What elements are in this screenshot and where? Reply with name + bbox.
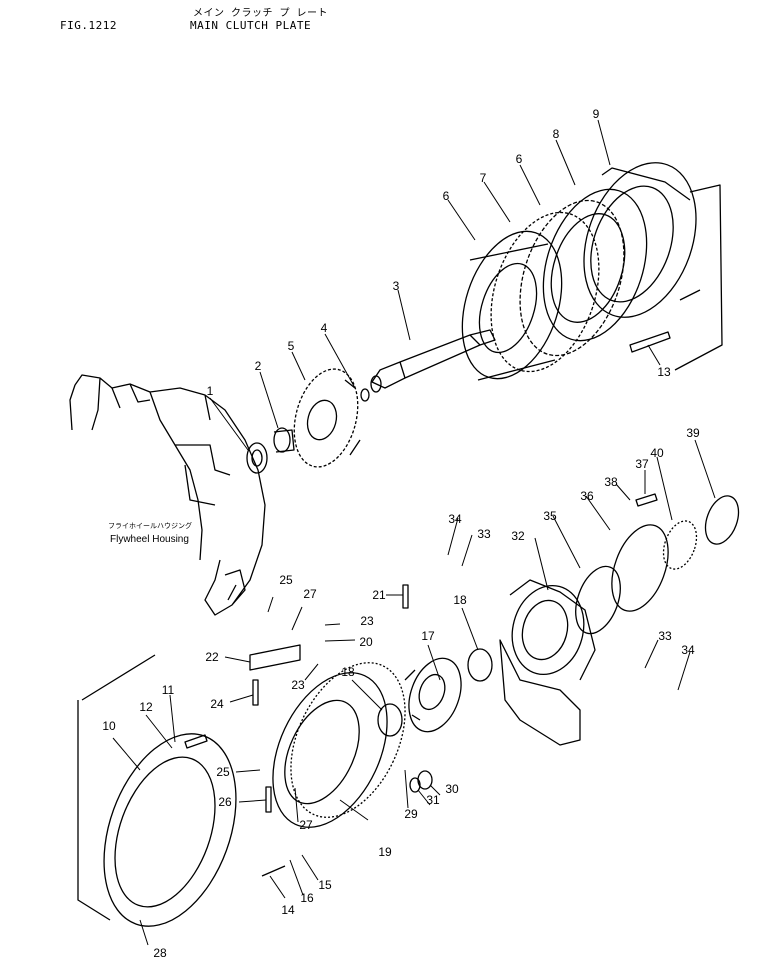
callout-23-upper: 23 xyxy=(360,614,374,628)
bolt-11-drawing xyxy=(184,734,208,749)
callout-26: 26 xyxy=(218,795,232,809)
main-shaft-drawing xyxy=(370,329,496,393)
callout-12: 12 xyxy=(139,700,153,714)
bolt-37-drawing xyxy=(635,493,658,507)
callout-29: 29 xyxy=(404,807,418,821)
callout-27-upper: 27 xyxy=(303,587,317,601)
callout-34-right: 34 xyxy=(681,643,695,657)
title-japanese: メイン クラッチ プ レート xyxy=(193,8,329,19)
collar-18b-drawing xyxy=(467,648,493,682)
hub-drawing xyxy=(404,657,462,733)
callout-14: 14 xyxy=(281,903,295,917)
cover-plate-drawing xyxy=(272,662,406,828)
callout-4: 4 xyxy=(321,321,328,335)
callout-23-lower: 23 xyxy=(291,678,305,692)
callout-36: 36 xyxy=(580,489,594,503)
callout-13: 13 xyxy=(657,365,671,379)
callout-24: 24 xyxy=(210,697,224,711)
callout-39: 39 xyxy=(686,426,700,440)
callout-18-lower: 18 xyxy=(341,665,355,679)
callout-32: 32 xyxy=(511,529,525,543)
callout-18-upper: 18 xyxy=(453,593,467,607)
callout-11: 11 xyxy=(162,683,175,697)
callout-5: 5 xyxy=(288,339,295,353)
bearing-housing-drawing xyxy=(499,579,596,746)
ring-36-drawing xyxy=(611,524,669,612)
callout-40: 40 xyxy=(650,446,664,460)
flywheel-housing-label-jp: フライホイールハウジング xyxy=(108,521,192,530)
callout-27-lower: 27 xyxy=(299,818,313,832)
callout-3: 3 xyxy=(393,279,400,293)
callout-19: 19 xyxy=(378,845,392,859)
leader-lines xyxy=(112,119,716,946)
callout-15: 15 xyxy=(318,878,332,892)
bolt-13-drawing xyxy=(629,331,671,353)
callout-10: 10 xyxy=(102,719,116,733)
flywheel-housing-drawing xyxy=(69,374,266,616)
pin-21-drawing xyxy=(402,584,409,609)
drawing xyxy=(69,162,740,927)
bearing-35-drawing xyxy=(575,565,621,635)
spring-14-drawing xyxy=(261,865,286,877)
callouts: 1 2 3 4 5 6 6 7 8 9 10 11 12 13 14 15 16… xyxy=(102,107,700,957)
callout-25-lower: 25 xyxy=(216,765,230,779)
flywheel-housing-label: Flywheel Housing xyxy=(110,534,189,545)
callout-33-right: 33 xyxy=(658,629,672,643)
pin-26-drawing xyxy=(265,786,272,813)
callout-6-front: 6 xyxy=(443,189,450,203)
gear-drawing xyxy=(293,368,361,468)
callout-37: 37 xyxy=(635,457,649,471)
callout-31: 31 xyxy=(426,793,440,807)
callout-22: 22 xyxy=(205,650,219,664)
clutch-plates-drawing xyxy=(461,188,648,381)
callout-35: 35 xyxy=(543,509,557,523)
callout-2: 2 xyxy=(255,359,262,373)
bearing-parts-drawing xyxy=(246,388,370,474)
callout-20: 20 xyxy=(359,635,373,649)
washer-40-drawing xyxy=(662,520,698,570)
callout-30: 30 xyxy=(445,782,459,796)
callout-33-left: 33 xyxy=(477,527,491,541)
callout-38: 38 xyxy=(604,475,618,489)
callout-7: 7 xyxy=(480,171,487,185)
collar-18a-drawing xyxy=(377,703,403,737)
rear-flange-drawing xyxy=(583,162,723,371)
callout-9: 9 xyxy=(593,107,600,121)
callout-21: 21 xyxy=(372,588,386,602)
pin-24-drawing xyxy=(252,679,259,706)
link-22-drawing xyxy=(249,644,301,671)
callout-6-rear: 6 xyxy=(516,152,523,166)
callout-28: 28 xyxy=(153,946,167,957)
washer-31-drawing xyxy=(409,777,421,793)
callout-25-upper: 25 xyxy=(279,573,293,587)
snap-ring-39-drawing xyxy=(704,495,740,545)
callout-8: 8 xyxy=(553,127,560,141)
rear-housing-drawing xyxy=(77,654,237,927)
callout-1: 1 xyxy=(207,384,214,398)
callout-17: 17 xyxy=(421,629,435,643)
callout-34-left: 34 xyxy=(448,512,462,526)
callout-16: 16 xyxy=(300,891,314,905)
figure-title: MAIN CLUTCH PLATE xyxy=(190,19,312,32)
figure-number: FIG.1212 xyxy=(60,19,117,32)
